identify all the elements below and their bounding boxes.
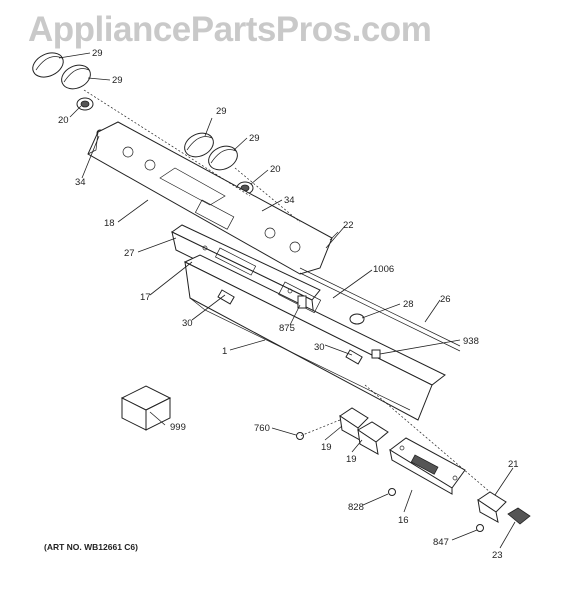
knob-part-top-1[interactable] [29, 48, 67, 81]
assembly-guides [83, 89, 491, 493]
watermark-text: AppliancePartsPros.com [28, 10, 432, 49]
knob-ring-part-right[interactable] [349, 313, 365, 325]
callout-29-c[interactable]: 29 [216, 106, 227, 117]
callout-19-b[interactable]: 19 [346, 454, 357, 465]
bracket-part-21[interactable] [477, 491, 507, 523]
art-number: (ART NO. WB12661 C6) [44, 542, 138, 552]
back-trim-part[interactable] [299, 231, 461, 352]
callout-760[interactable]: 760 [254, 423, 270, 434]
callout-labels: 29 29 20 34 29 29 20 34 18 22 27 1006 17… [44, 48, 519, 561]
callout-828[interactable]: 828 [348, 502, 364, 513]
screw-part-828[interactable] [388, 488, 396, 496]
callout-34-a[interactable]: 34 [75, 177, 86, 188]
bracket-part-1[interactable] [339, 407, 369, 441]
kit-box-part[interactable] [120, 385, 172, 431]
callout-20-b[interactable]: 20 [270, 164, 281, 175]
callout-847[interactable]: 847 [433, 537, 449, 548]
leader-lines [58, 52, 516, 549]
callout-1006[interactable]: 1006 [373, 264, 394, 275]
connector-part[interactable] [371, 349, 381, 359]
bracket-part-2[interactable] [357, 421, 389, 455]
callout-16[interactable]: 16 [398, 515, 409, 526]
callout-999[interactable]: 999 [170, 422, 186, 433]
cover-part-23[interactable] [507, 507, 531, 525]
screw-part-760[interactable] [296, 432, 304, 440]
main-housing-part[interactable] [183, 254, 446, 421]
callout-26[interactable]: 26 [440, 294, 451, 305]
knob-part-mid-1[interactable] [181, 129, 217, 162]
sensor-part[interactable] [297, 295, 307, 309]
callout-29-b[interactable]: 29 [112, 75, 123, 86]
callout-20-a[interactable]: 20 [58, 115, 69, 126]
callout-17[interactable]: 17 [140, 292, 151, 303]
callout-28[interactable]: 28 [403, 299, 414, 310]
callout-21[interactable]: 21 [508, 459, 519, 470]
callout-1[interactable]: 1 [222, 346, 227, 357]
callout-27[interactable]: 27 [124, 248, 135, 259]
callout-30-b[interactable]: 30 [314, 342, 325, 353]
callout-29-a[interactable]: 29 [92, 48, 103, 59]
callout-18[interactable]: 18 [104, 218, 115, 229]
callout-22[interactable]: 22 [343, 220, 354, 231]
knob-part-mid-2[interactable] [205, 142, 241, 175]
knob-ring-part-left[interactable] [76, 97, 94, 111]
switch-part-left[interactable] [217, 289, 235, 305]
callout-29-d[interactable]: 29 [249, 133, 260, 144]
callout-34-b[interactable]: 34 [284, 195, 295, 206]
knob-part-top-2[interactable] [58, 61, 94, 94]
callout-23[interactable]: 23 [492, 550, 503, 561]
control-board-part[interactable] [389, 437, 466, 495]
callout-938[interactable]: 938 [463, 336, 479, 347]
callout-875[interactable]: 875 [279, 323, 295, 334]
control-panel-part[interactable] [0, 0, 333, 275]
screw-part-847[interactable] [476, 524, 484, 532]
callout-19-a[interactable]: 19 [321, 442, 332, 453]
callout-30-a[interactable]: 30 [182, 318, 193, 329]
